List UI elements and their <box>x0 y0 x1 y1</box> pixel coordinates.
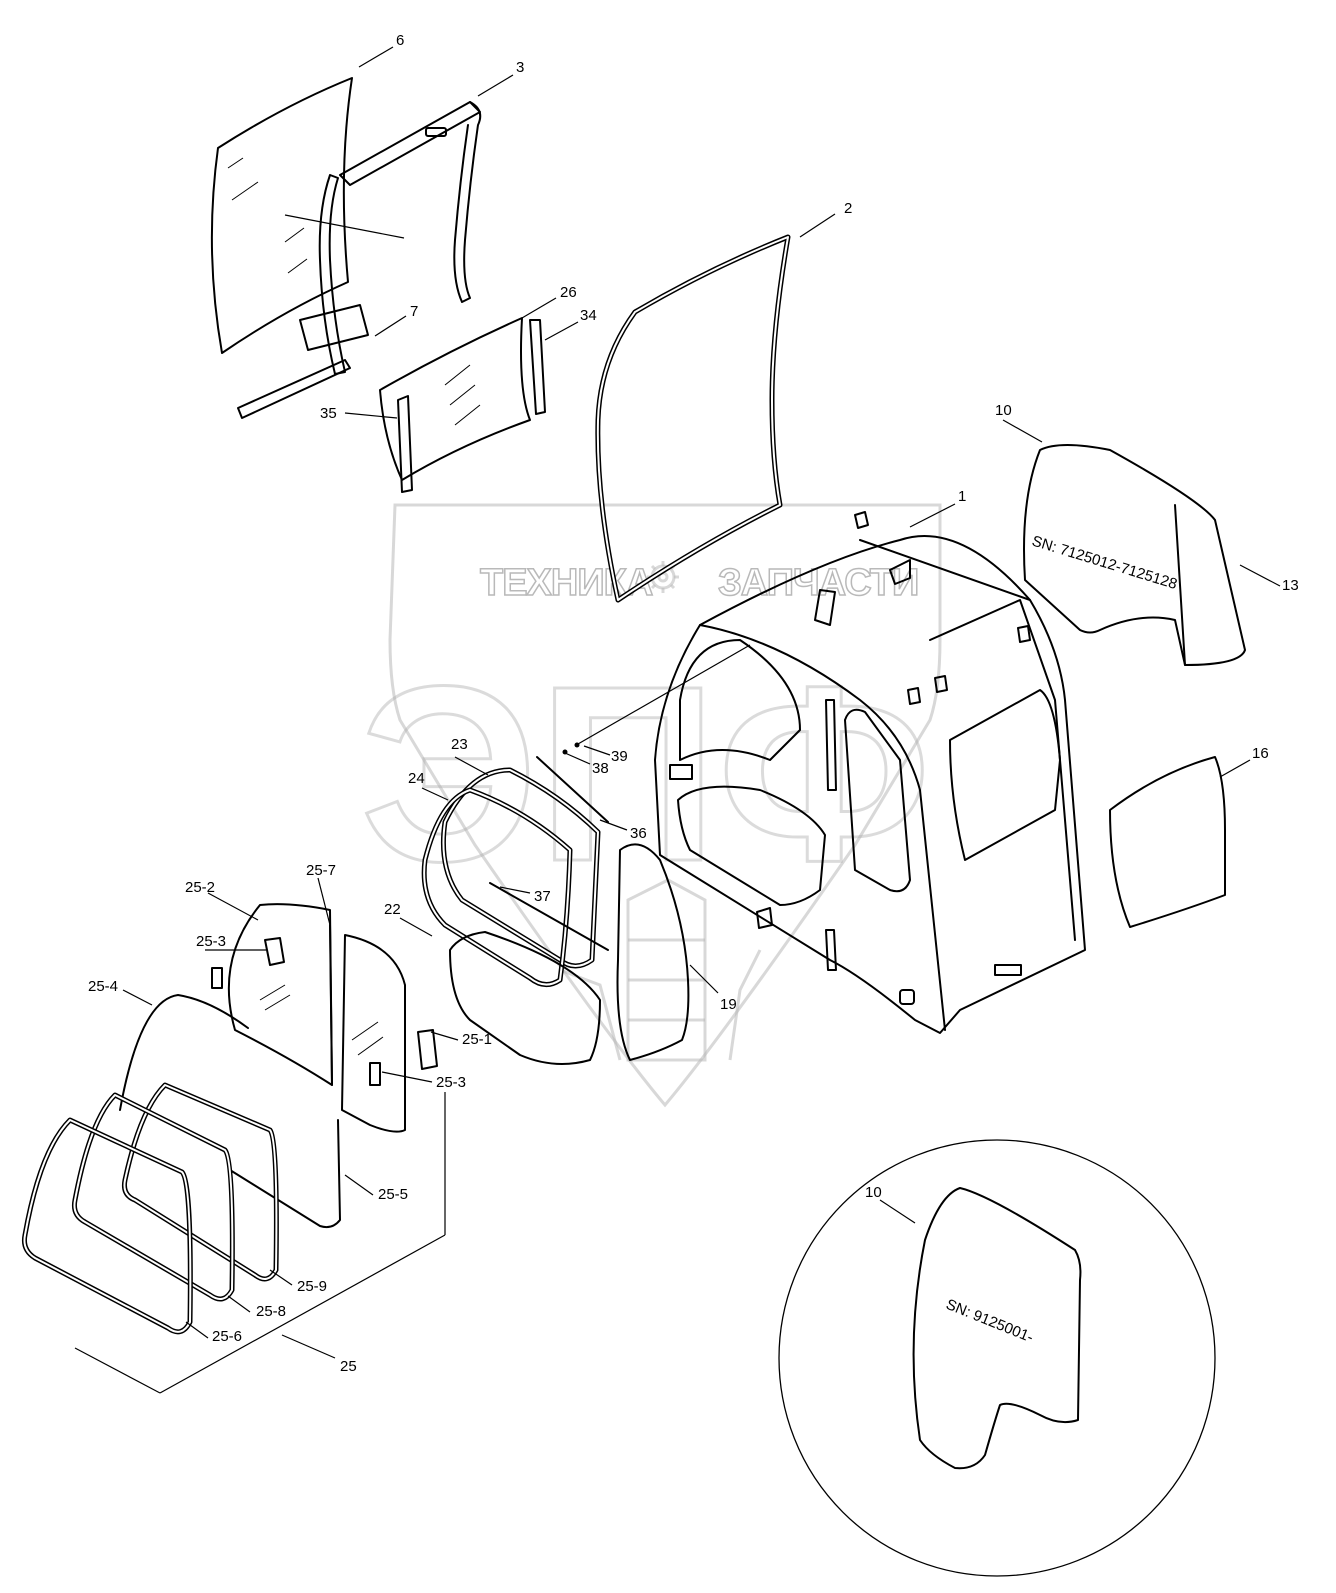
part-19-door-rear-glass: 19 <box>616 843 737 1061</box>
callout-39: 39 <box>611 748 628 765</box>
callout-22: 22 <box>384 901 401 918</box>
callout-35: 35 <box>320 405 337 422</box>
part-6-front-upper-glass: 6 <box>210 32 404 354</box>
part-25-sliding-glass-assembly: 25-2 25-7 25-3 25-4 25-1 25-3 25-5 25-9 … <box>22 862 492 1394</box>
detail-circle-part-10: SN: 9125001- 10 <box>778 1139 1216 1577</box>
part-23-24-door-seal: 23 24 37 <box>408 736 609 987</box>
callout-26: 26 <box>560 284 577 301</box>
watermark-shield <box>388 503 942 1108</box>
callout-13: 13 <box>1282 577 1299 594</box>
watermark-logo: ЭПФ <box>360 634 931 913</box>
part-3-front-frame: 3 7 <box>237 59 524 419</box>
callout-25-1: 25-1 <box>462 1031 492 1048</box>
part-1-cab-body: 1 <box>654 488 1086 1034</box>
callout-25-3-upper: 25-3 <box>196 933 226 950</box>
callout-19: 19 <box>720 996 737 1013</box>
callout-3: 3 <box>516 59 524 76</box>
callout-1: 1 <box>958 488 966 505</box>
callout-25-7: 25-7 <box>306 862 336 879</box>
callout-24: 24 <box>408 770 425 787</box>
part-16-rear-side-glass: 16 <box>1109 745 1269 928</box>
callout-10-detail: 10 <box>865 1184 882 1201</box>
sn-range-b: SN: 9125001- <box>944 1296 1036 1346</box>
callout-37: 37 <box>534 888 551 905</box>
callout-36: 36 <box>630 825 647 842</box>
callout-25-3-lower: 25-3 <box>436 1074 466 1091</box>
callout-2: 2 <box>844 200 852 217</box>
callout-10: 10 <box>995 402 1012 419</box>
callout-23: 23 <box>451 736 468 753</box>
watermark-brand-left: ТЕХНИКА <box>480 562 653 604</box>
callout-25-8: 25-8 <box>256 1303 286 1320</box>
part-26-lower-front-glass: 26 34 35 <box>320 284 597 493</box>
callout-25-5: 25-5 <box>378 1186 408 1203</box>
sn-range-a: SN: 7125012-7125128 <box>1030 533 1179 593</box>
callout-7: 7 <box>410 303 418 320</box>
part-10-side-glass: SN: 7125012-7125128 10 13 <box>995 402 1299 666</box>
callout-25-6: 25-6 <box>212 1328 242 1345</box>
callout-34: 34 <box>580 307 597 324</box>
part-36-38-39-strips: 39 38 36 <box>536 644 751 842</box>
callout-25: 25 <box>340 1358 357 1375</box>
part-22-door-lower-glass: 22 <box>384 901 601 1065</box>
callout-38: 38 <box>592 760 609 777</box>
callout-6: 6 <box>396 32 404 49</box>
callout-25-9: 25-9 <box>297 1278 327 1295</box>
part-2-front-seal: 2 <box>595 200 852 603</box>
callout-16: 16 <box>1252 745 1269 762</box>
callout-25-4: 25-4 <box>88 978 118 995</box>
callout-25-2: 25-2 <box>185 879 215 896</box>
